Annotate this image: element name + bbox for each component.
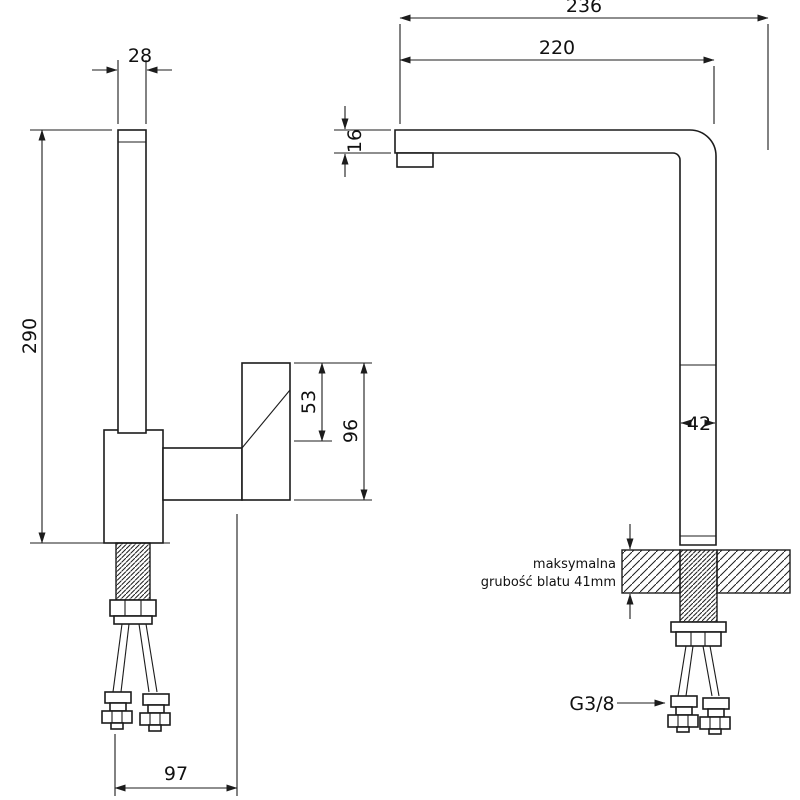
right-faucet-outline	[394, 129, 717, 546]
countertop-hatch-right	[716, 549, 791, 594]
left-view: 28 290 53 96 97	[19, 45, 372, 796]
hose-fitting	[667, 695, 699, 733]
hose-fitting	[139, 693, 171, 732]
left-mounting-hardware	[109, 542, 157, 625]
dim-total-height: 290	[19, 129, 112, 544]
dim-lever-height: 53	[294, 362, 372, 442]
dim-spout-thickness: 16	[334, 106, 391, 177]
dim-spout-width: 28	[92, 45, 172, 124]
left-washer	[113, 615, 153, 625]
counter-note-line2: grubość blatu 41mm	[481, 575, 616, 590]
aerator-nozzle	[396, 152, 434, 168]
right-threaded-shank	[679, 549, 718, 623]
spout-and-riser	[394, 129, 717, 546]
thread-size-label: G3/8	[569, 693, 614, 715]
hose-fitting	[101, 691, 133, 730]
hose-line	[685, 645, 694, 697]
right-view: maksymalna grubość blatu 41mm	[334, 0, 791, 735]
dim-body-height: 96	[294, 362, 372, 501]
dim-total-height-label: 290	[19, 318, 41, 354]
dim-body-width-label: 42	[687, 413, 711, 435]
hose-line	[709, 645, 720, 697]
thread-size-callout: G3/8	[569, 693, 666, 715]
left-supply-hoses	[101, 623, 171, 732]
right-mounting-hardware	[670, 549, 727, 647]
lever-arm-side	[162, 447, 243, 501]
left-mounting-nut	[109, 599, 157, 617]
dim-spout-width-label: 28	[128, 45, 152, 67]
faucet-body-side	[103, 429, 164, 544]
dim-spout-reach-label: 220	[539, 37, 575, 59]
countertop-section: maksymalna grubość blatu 41mm	[481, 524, 791, 619]
right-mounting-nut	[675, 631, 722, 647]
dim-spout-reach: 220	[399, 37, 715, 124]
hose-line	[145, 623, 158, 693]
hose-line	[702, 645, 713, 697]
left-threaded-shank	[115, 542, 151, 601]
dim-body-height-label: 96	[340, 419, 362, 443]
hose-line	[677, 645, 687, 697]
dim-spout-thickness-label: 16	[344, 129, 366, 153]
dim-base-depth-label: 97	[164, 763, 188, 785]
right-washer	[670, 621, 727, 633]
countertop-hatch-left	[621, 549, 681, 594]
hose-line	[120, 623, 130, 693]
lever-detail-line	[241, 389, 291, 449]
dim-lever-height-label: 53	[298, 390, 320, 414]
lever-handle-side	[241, 362, 291, 501]
hose-line	[138, 623, 150, 693]
spout-column-side	[117, 129, 147, 434]
hose-fitting	[699, 697, 731, 735]
dim-body-width: 42	[680, 413, 716, 435]
dim-total-reach: 236	[399, 0, 769, 150]
hose-line	[112, 623, 123, 693]
right-supply-hoses	[667, 645, 731, 735]
dim-base-depth: 97	[114, 514, 238, 796]
counter-note-line1: maksymalna	[533, 557, 616, 572]
dim-total-reach-label: 236	[566, 0, 602, 17]
